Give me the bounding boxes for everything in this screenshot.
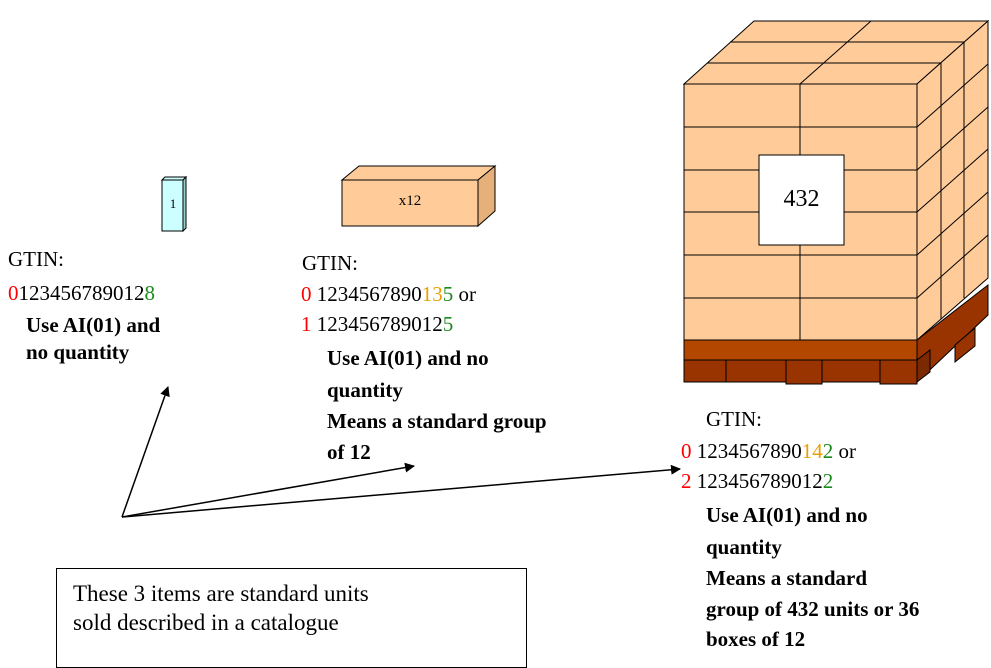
unit-gtin-heading: GTIN: (8, 247, 64, 271)
case-gtin-a: 0 1234567890135 or (301, 283, 476, 306)
case-note-line-4: of 12 (327, 440, 371, 464)
callout-box: These 3 items are standard units sold de… (56, 568, 527, 668)
callout-line-2: sold described in a catalogue (73, 610, 339, 635)
case-box (340, 164, 497, 228)
pallet-label: 432 (783, 186, 820, 212)
unit-box (160, 175, 188, 233)
pallet-note-line-1: Use AI(01) and no (706, 503, 868, 527)
gtin-check-digit: 2 (822, 439, 834, 463)
gtin-indicator: 14 (801, 439, 823, 463)
gtin-suffix: or (833, 439, 857, 463)
pallet-note-line-4: group of 432 units or 36 (706, 597, 920, 621)
pallet-gtin-a: 0 1234567890142 or (681, 440, 856, 463)
pallet (682, 19, 990, 385)
arrow-to-case (121, 462, 415, 518)
gtin-check-digit: 5 (442, 282, 454, 306)
gtin-prefix: 1 (301, 312, 312, 336)
pallet-label-card (758, 154, 845, 246)
gtin-body: 1234567890 (691, 439, 802, 463)
case-gtin-b: 1 1234567890125 (301, 313, 453, 336)
gtin-suffix: or (453, 282, 477, 306)
pallet-note-line-2: quantity (706, 535, 782, 559)
gtin-prefix: 0 (8, 281, 19, 305)
gtin-check-digit: 5 (442, 312, 454, 336)
case-note-line-3: Means a standard group (327, 409, 547, 433)
pallet-gtin-b: 2 1234567890122 (681, 470, 833, 493)
gtin-prefix: 0 (681, 439, 692, 463)
gtin-prefix: 2 (681, 469, 692, 493)
callout-line-1: These 3 items are standard units (73, 581, 369, 606)
gtin-check-digit: 2 (822, 469, 834, 493)
unit-note-line-2: no quantity (26, 340, 130, 364)
gtin-body: 123456789012 (691, 469, 823, 493)
gtin-body: 123456789012 (311, 312, 443, 336)
pallet-note-line-3: Means a standard (706, 566, 868, 590)
gtin-body: 123456789012 (18, 281, 145, 305)
gtin-prefix: 0 (301, 282, 312, 306)
pallet-note-line-5: boxes of 12 (706, 627, 806, 651)
arrow-to-unit (121, 386, 170, 518)
unit-note-line-1: Use AI(01) and (26, 313, 161, 337)
unit-gtin: 01234567890128 (8, 282, 155, 305)
gtin-body: 1234567890 (311, 282, 422, 306)
unit-box-label: 1 (169, 196, 177, 211)
case-box-label: x12 (398, 193, 422, 209)
case-note-line-2: quantity (327, 378, 403, 402)
case-note-line-1: Use AI(01) and no (327, 346, 489, 370)
gtin-indicator: 13 (421, 282, 443, 306)
case-gtin-heading: GTIN: (302, 251, 358, 275)
gtin-check-digit: 8 (144, 281, 156, 305)
pallet-gtin-heading: GTIN: (706, 407, 762, 431)
diagram-canvas (121, 19, 990, 518)
arrow-to-pallet (121, 464, 681, 518)
